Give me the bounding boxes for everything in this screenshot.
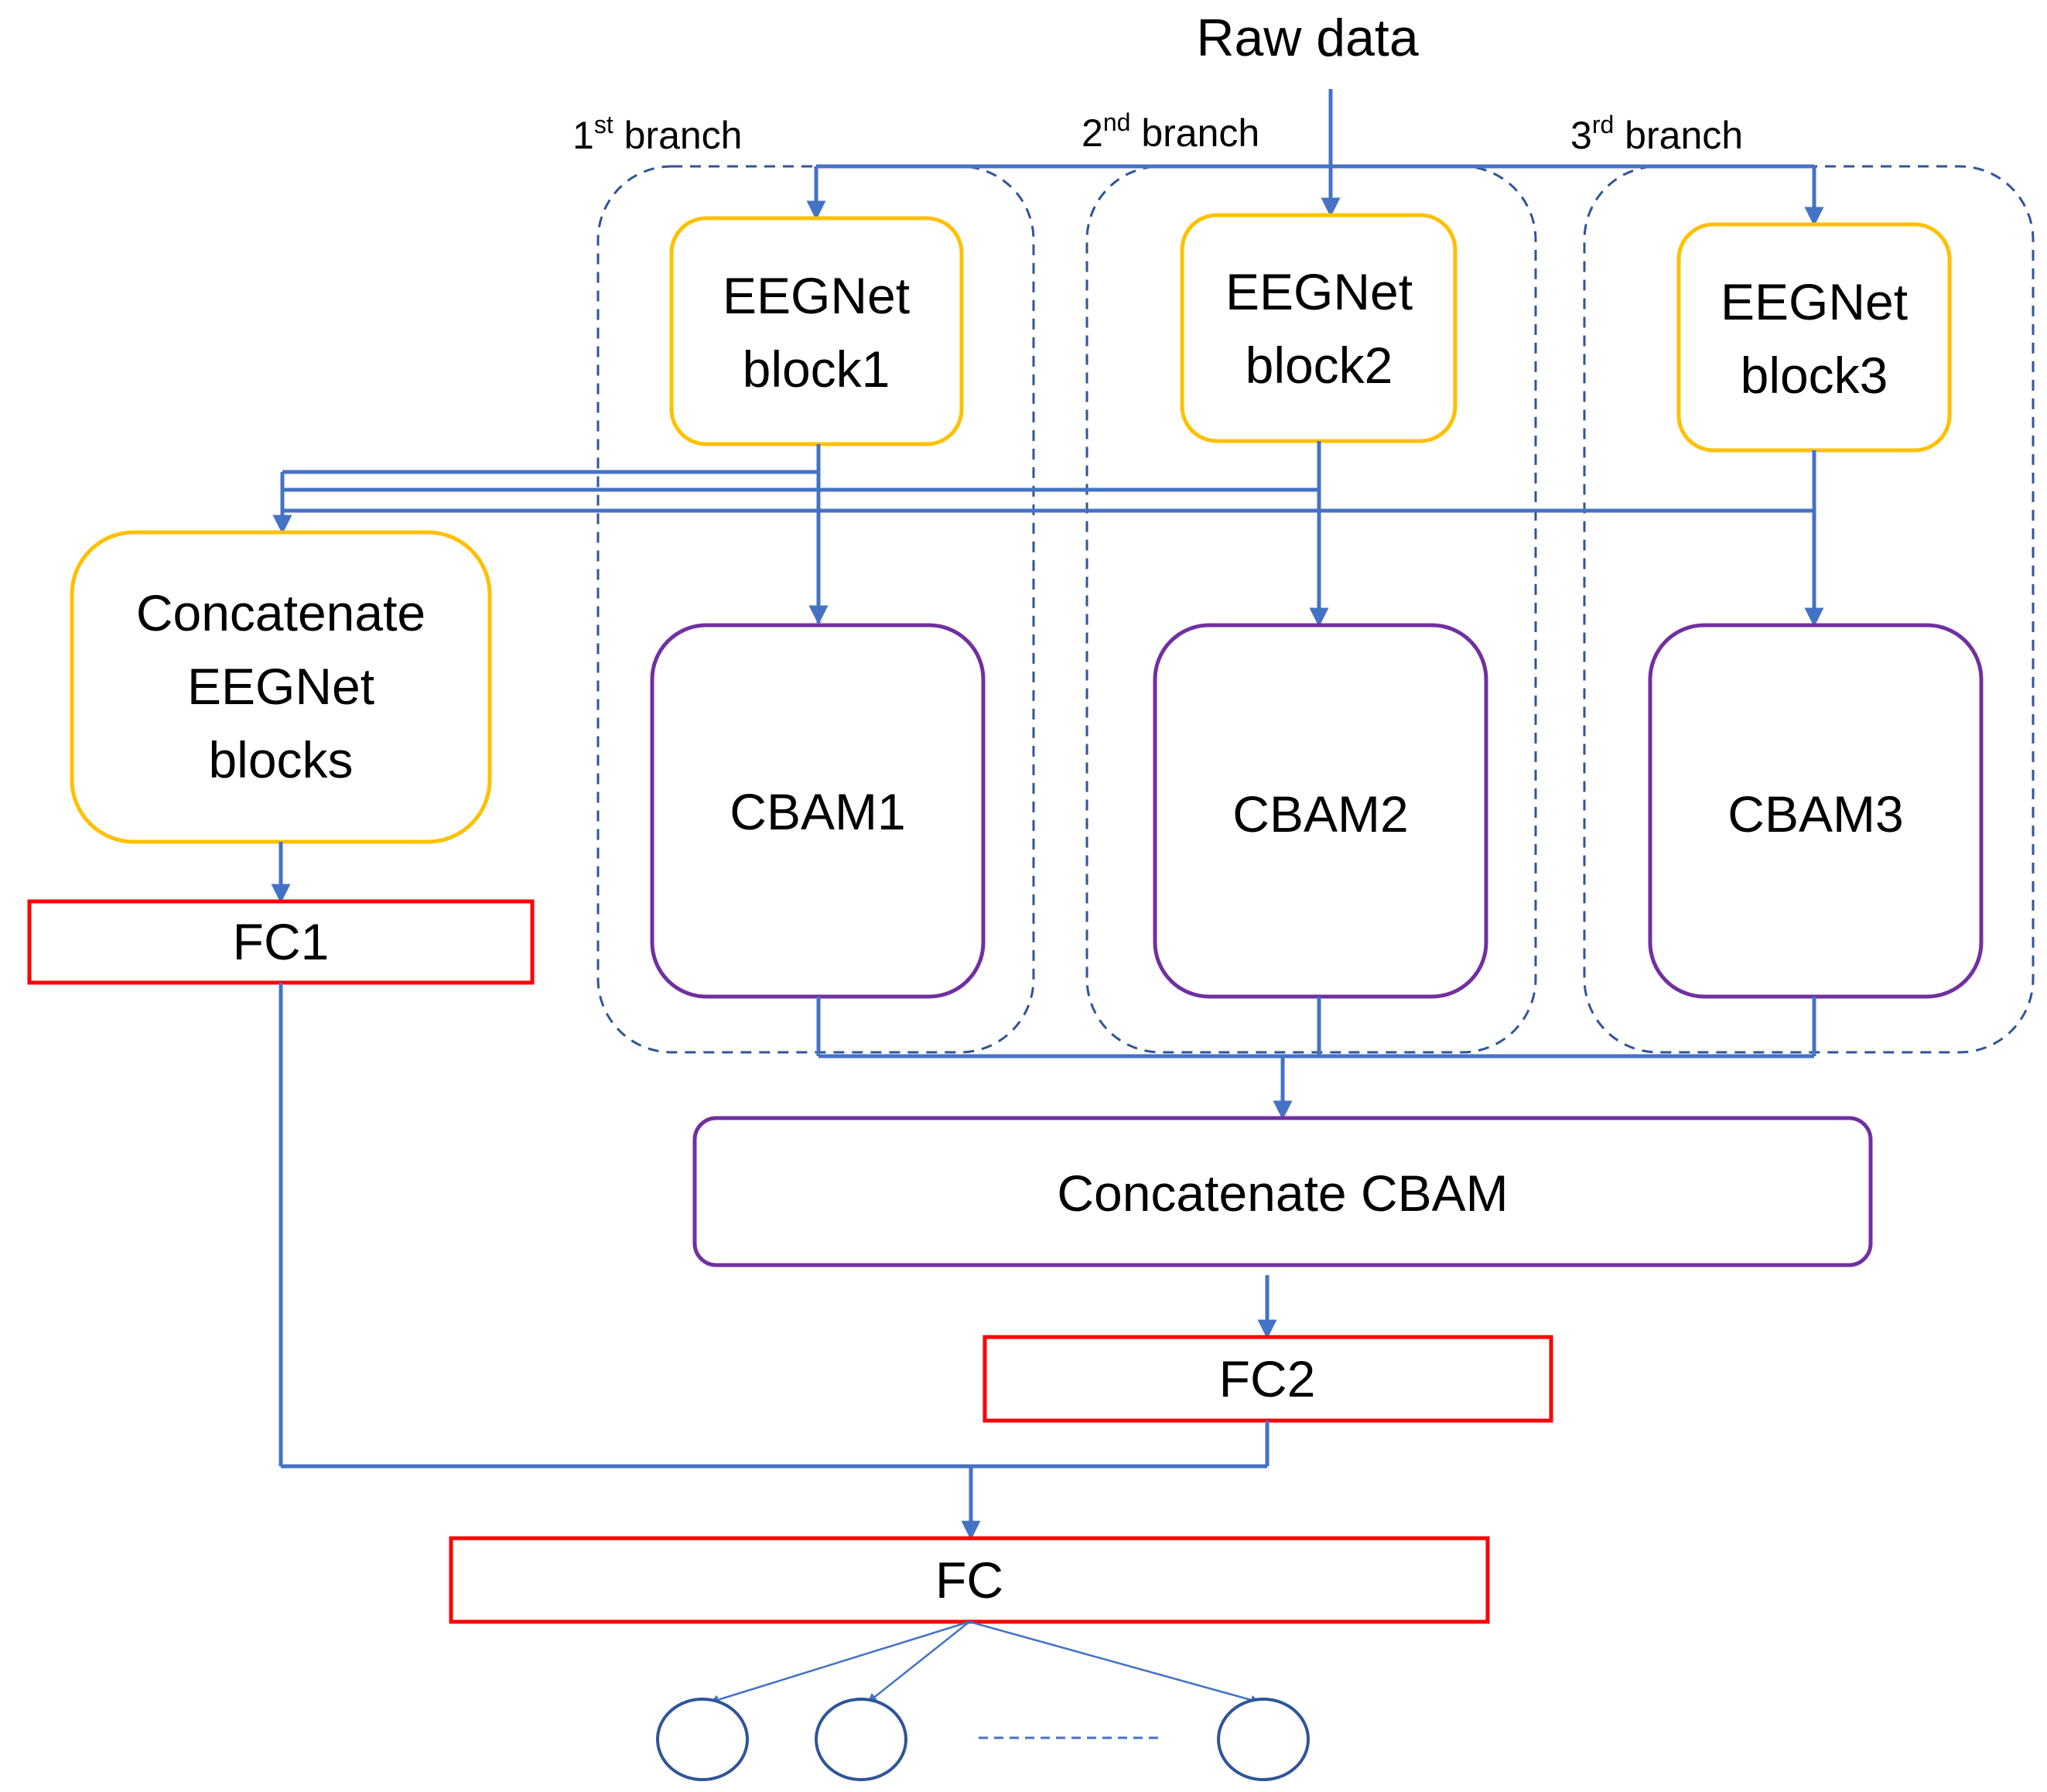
svg-text:Concatenate CBAM: Concatenate CBAM xyxy=(1057,1164,1508,1222)
svg-text:blocks: blocks xyxy=(208,731,353,788)
eegnet-connectors xyxy=(272,441,1824,628)
eegnet-block-1: EEGNet block1 xyxy=(669,216,964,446)
svg-text:Concatenate: Concatenate xyxy=(136,584,425,641)
cbam-block-3: CBAM3 xyxy=(1648,623,1984,999)
raw-data-label: Raw data xyxy=(1196,9,1418,67)
svg-text:CBAM3: CBAM3 xyxy=(1727,785,1903,843)
eegnet-block-2: EEGNet block2 xyxy=(1180,213,1458,443)
svg-text:CBAM1: CBAM1 xyxy=(730,783,905,840)
eegnet-block-3: EEGNet block3 xyxy=(1676,222,1952,453)
branch-2-label: 2nd branch xyxy=(1082,108,1259,155)
svg-text:FC1: FC1 xyxy=(233,913,330,970)
output-connectors xyxy=(709,1620,1261,1705)
svg-text:FC2: FC2 xyxy=(1219,1350,1316,1407)
cbam-block-2: CBAM2 xyxy=(1153,623,1488,999)
svg-text:CBAM2: CBAM2 xyxy=(1232,785,1408,843)
output-node xyxy=(1217,1698,1310,1781)
input-connectors xyxy=(806,89,1824,227)
branch-1-label: 1st branch xyxy=(572,111,743,157)
fc2-node: FC2 xyxy=(982,1275,1553,1423)
branch-1-container xyxy=(596,165,1035,1054)
output-node xyxy=(815,1698,907,1781)
svg-text:block1: block1 xyxy=(743,340,890,398)
branch-3-label: 3rd branch xyxy=(1570,111,1743,157)
svg-text:EEGNet: EEGNet xyxy=(723,267,910,324)
svg-text:block3: block3 xyxy=(1741,347,1888,404)
cbam-block-1: CBAM1 xyxy=(650,623,986,999)
svg-text:EEGNet: EEGNet xyxy=(1721,273,1908,330)
concat-cbam-node: Concatenate CBAM xyxy=(692,1116,1873,1267)
output-node xyxy=(656,1698,749,1781)
fc-node: FC xyxy=(449,1536,1490,1624)
svg-text:FC: FC xyxy=(935,1551,1003,1609)
fc1-node: FC1 xyxy=(27,842,535,985)
fc-merge-connectors xyxy=(279,983,1270,1541)
svg-text:EEGNet: EEGNet xyxy=(1225,263,1413,320)
svg-text:EEGNet: EEGNet xyxy=(187,658,374,715)
cbam-connectors xyxy=(816,997,1816,1120)
concat-eegnet-node: Concatenate EEGNet blocks xyxy=(70,530,492,844)
svg-text:block2: block2 xyxy=(1246,337,1393,394)
